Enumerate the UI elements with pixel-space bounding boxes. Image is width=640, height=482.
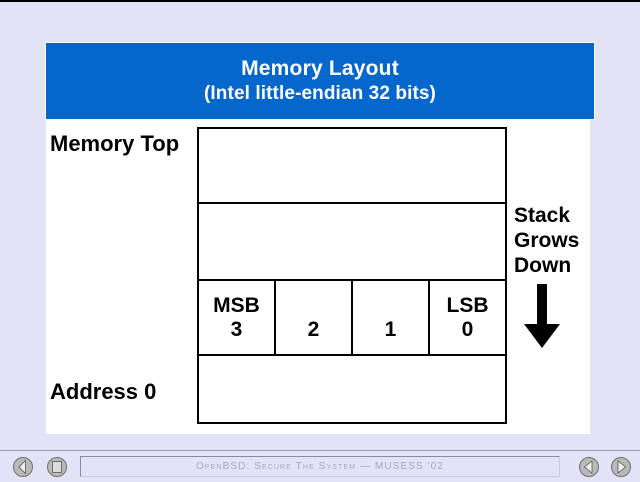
stop-button[interactable] xyxy=(46,456,68,478)
memory-top-label: Memory Top xyxy=(50,131,180,156)
back-button[interactable] xyxy=(12,456,34,478)
slide-title-banner: Memory Layout (Intel little-endian 32 bi… xyxy=(45,42,595,120)
stack-note-line1: Stack xyxy=(514,204,571,227)
previous-slide-button[interactable] xyxy=(578,456,600,478)
memory-row-empty-middle xyxy=(199,202,505,279)
byte-cell-1: 1 xyxy=(351,281,428,354)
stack-note-line3: Down xyxy=(514,254,572,277)
memory-layout-table: MSB 3 2 1 LSB 0 xyxy=(197,127,507,424)
down-arrow-icon xyxy=(524,284,560,348)
slide-title-line1: Memory Layout xyxy=(241,57,399,80)
next-slide-button[interactable] xyxy=(610,456,632,478)
status-bar-text: OpenBSD: Secure The System — MUSESS '02 xyxy=(196,461,444,472)
stack-note-line2: Grows xyxy=(514,229,580,252)
byte-number-0: 0 xyxy=(461,317,474,341)
byte-cell-3: MSB 3 xyxy=(199,281,274,354)
byte-number-1: 1 xyxy=(384,317,397,341)
byte-number-2: 2 xyxy=(307,317,320,341)
byte-tag-lsb: LSB xyxy=(446,293,489,317)
presentation-toolbar: OpenBSD: Secure The System — MUSESS '02 xyxy=(0,450,640,482)
slide-content-area: Memory Top Address 0 MSB 3 2 xyxy=(46,120,590,434)
memory-row-empty-top xyxy=(199,129,505,202)
status-bar: OpenBSD: Secure The System — MUSESS '02 xyxy=(80,456,560,477)
byte-cell-0: LSB 0 xyxy=(428,281,505,354)
memory-row-bytes: MSB 3 2 1 LSB 0 xyxy=(199,279,505,354)
stack-grows-down-note: Stack Grows Down xyxy=(514,203,590,355)
slide-canvas: Memory Layout (Intel little-endian 32 bi… xyxy=(0,2,640,450)
byte-number-3: 3 xyxy=(230,317,243,341)
byte-cell-2: 2 xyxy=(274,281,351,354)
byte-tag-msb: MSB xyxy=(213,293,260,317)
memory-row-empty-bottom xyxy=(199,354,505,422)
address-zero-label: Address 0 xyxy=(50,379,157,404)
slide-title-line2: (Intel little-endian 32 bits) xyxy=(204,83,436,104)
